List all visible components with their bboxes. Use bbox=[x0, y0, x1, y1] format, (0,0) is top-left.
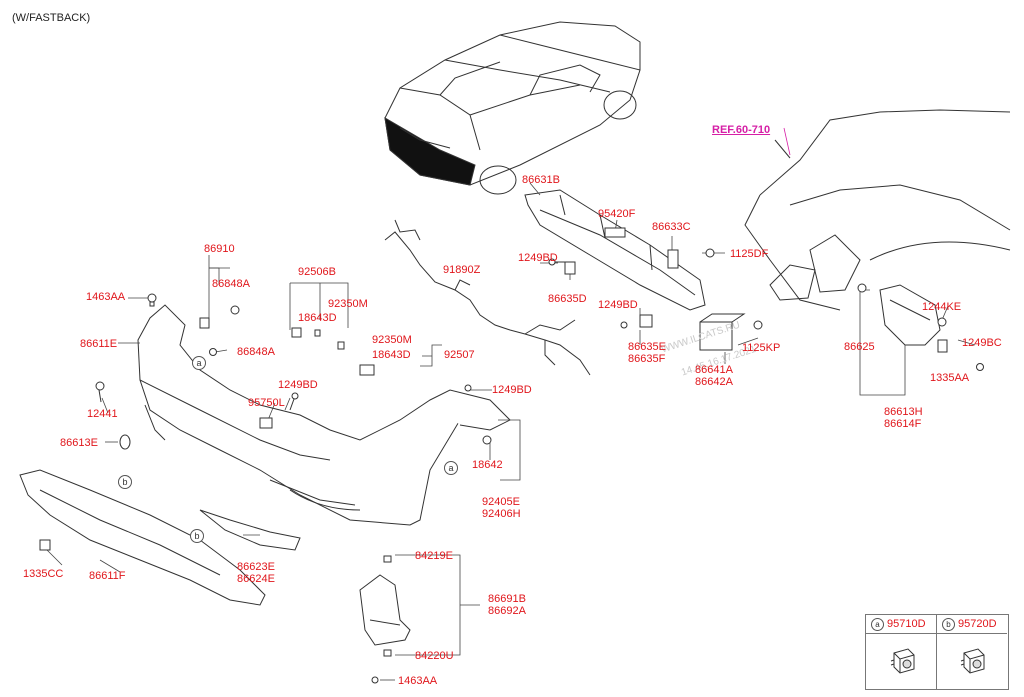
part-label-86692A[interactable]: 86692A bbox=[488, 605, 526, 617]
rear-fender-outline bbox=[744, 109, 1011, 311]
part-label-1125KP[interactable]: 1125KP bbox=[742, 342, 781, 354]
part-label-1335CC[interactable]: 1335CC bbox=[23, 568, 64, 580]
part-label-1249BD-center[interactable]: 1249BD bbox=[278, 379, 318, 391]
part-label-12441[interactable]: 12441 bbox=[87, 408, 118, 420]
part-label-86848A-lower[interactable]: 86848A bbox=[237, 346, 275, 358]
car-overview-illustration bbox=[384, 21, 641, 195]
part-label-1244KE[interactable]: 1244KE bbox=[922, 301, 962, 313]
part-label-84219E[interactable]: 84219E bbox=[415, 550, 453, 562]
legend-mark-a: a bbox=[871, 618, 884, 631]
part-label-86635E[interactable]: 86635E bbox=[628, 341, 666, 353]
part-label-92350M-upper[interactable]: 92350M bbox=[328, 298, 368, 310]
sensor-module-illustration bbox=[699, 313, 746, 351]
part-label-92506B[interactable]: 92506B bbox=[298, 266, 336, 278]
part-label-95420F[interactable]: 95420F bbox=[598, 208, 636, 220]
part-label-18643D-lower[interactable]: 18643D bbox=[372, 349, 411, 361]
part-label-1249BD-right[interactable]: 1249BD bbox=[492, 384, 532, 396]
part-label-92507[interactable]: 92507 bbox=[444, 349, 475, 361]
part-label-86848A-upper[interactable]: 86848A bbox=[212, 278, 250, 290]
side-bracket-illustration bbox=[879, 284, 941, 346]
part-label-86625[interactable]: 86625 bbox=[844, 341, 875, 353]
callout-a-lower: a bbox=[444, 461, 458, 475]
part-label-91890Z[interactable]: 91890Z bbox=[443, 264, 481, 276]
part-label-18642[interactable]: 18642 bbox=[472, 459, 503, 471]
part-label-86635D[interactable]: 86635D bbox=[548, 293, 587, 305]
part-label-92405E[interactable]: 92405E bbox=[482, 496, 520, 508]
rear-beam-illustration bbox=[524, 189, 706, 311]
part-label-1335AA[interactable]: 1335AA bbox=[930, 372, 970, 384]
part-label-86635F[interactable]: 86635F bbox=[628, 353, 666, 365]
fasteners bbox=[39, 227, 984, 684]
part-label-1249BD-upper[interactable]: 1249BD bbox=[518, 252, 558, 264]
part-label-92350M-lower[interactable]: 92350M bbox=[372, 334, 412, 346]
part-label-86613E[interactable]: 86613E bbox=[60, 437, 98, 449]
part-label-1249BD-mid[interactable]: 1249BD bbox=[598, 299, 638, 311]
part-label-18643D-upper[interactable]: 18643D bbox=[298, 312, 337, 324]
parking-sensor-icon bbox=[960, 648, 985, 674]
part-label-1463AA-lower[interactable]: 1463AA bbox=[398, 675, 438, 687]
part-label-86910[interactable]: 86910 bbox=[204, 243, 235, 255]
part-label-86691B[interactable]: 86691B bbox=[488, 593, 526, 605]
wiring-harness-illustration bbox=[384, 219, 591, 376]
callout-b-left: b bbox=[118, 475, 132, 489]
part-label-1463AA-upper[interactable]: 1463AA bbox=[86, 291, 126, 303]
part-label-86624E[interactable]: 86624E bbox=[237, 573, 275, 585]
part-label-86613H[interactable]: 86613H bbox=[884, 406, 923, 418]
part-label-84220U[interactable]: 84220U bbox=[415, 650, 454, 662]
part-label-1249BC[interactable]: 1249BC bbox=[962, 337, 1002, 349]
diagram-title: (W/FASTBACK) bbox=[12, 12, 91, 24]
part-label-86642A[interactable]: 86642A bbox=[695, 376, 733, 388]
lower-diffuser-illustration bbox=[19, 469, 266, 606]
part-label-1125DF[interactable]: 1125DF bbox=[730, 248, 769, 260]
rear-bumper-cover-illustration bbox=[137, 304, 511, 526]
part-label-95750L[interactable]: 95750L bbox=[248, 397, 285, 409]
callout-b-right: b bbox=[190, 529, 204, 543]
part-label-86614F[interactable]: 86614F bbox=[884, 418, 922, 430]
bracket-illustration bbox=[359, 574, 411, 646]
part-label-86631B[interactable]: 86631B bbox=[522, 174, 560, 186]
garnish-illustration bbox=[199, 509, 301, 551]
part-label-86611F[interactable]: 86611F bbox=[89, 570, 126, 582]
part-label-86633C[interactable]: 86633C bbox=[652, 221, 691, 233]
part-label-92406H[interactable]: 92406H bbox=[482, 508, 521, 520]
reference-link[interactable]: REF.60-710 bbox=[712, 124, 771, 136]
part-label-86641A[interactable]: 86641A bbox=[695, 364, 733, 376]
part-label-86611E[interactable]: 86611E bbox=[80, 338, 118, 350]
legend-code-95720D[interactable]: 95720D bbox=[958, 618, 997, 630]
legend-code-95710D[interactable]: 95710D bbox=[887, 618, 926, 630]
legend-mark-b: b bbox=[942, 618, 955, 631]
part-label-86623E[interactable]: 86623E bbox=[237, 561, 275, 573]
parking-sensor-icon bbox=[890, 648, 915, 674]
legend-table: a 95710D b 95720D bbox=[865, 614, 1009, 690]
callout-a-upper: a bbox=[192, 356, 206, 370]
